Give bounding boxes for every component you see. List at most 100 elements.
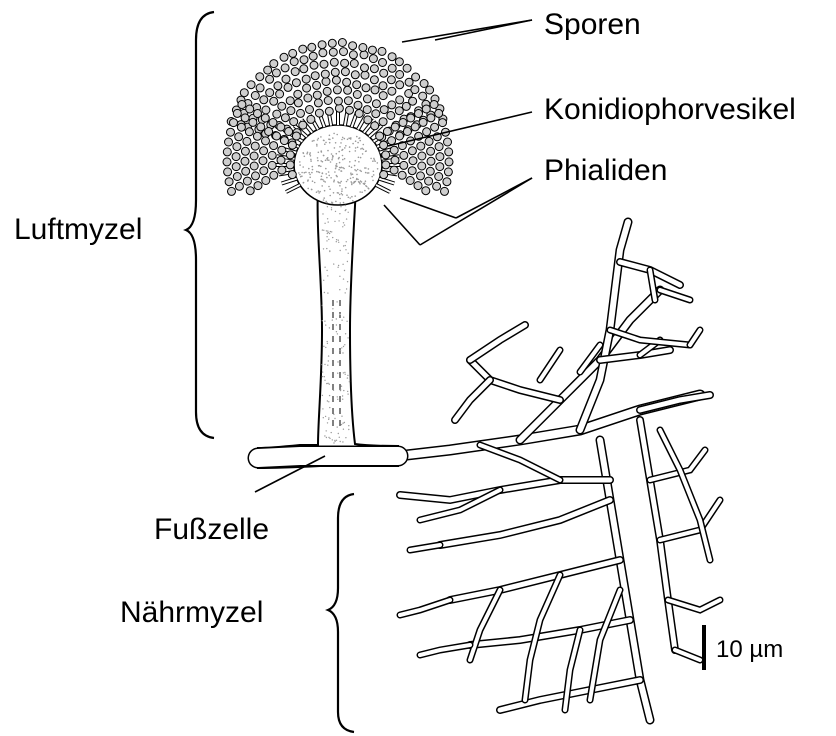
stipple-dot [328,239,329,240]
spore [330,58,338,66]
stipple-dot [338,220,339,221]
stipple-dot [327,365,328,366]
stipple-dot [334,147,336,149]
spore [251,92,259,100]
spore [246,187,254,195]
stipple-dot [365,150,367,152]
spore [233,143,241,151]
stipple-dot [316,144,318,146]
stipple-dot [324,364,325,365]
stipple-dot [339,194,341,196]
spore [368,46,376,54]
spore [252,172,260,180]
stipple-dot [329,233,330,234]
stipple-dot [337,267,338,268]
phialide-inner [376,185,390,192]
stipple-dot [327,341,328,342]
stipple-dot [364,182,366,184]
stipple-dot [329,384,330,385]
scale-bar-icon [702,625,706,670]
spore [422,105,430,113]
stipple-dot [346,288,347,289]
spore [232,153,240,161]
spore [369,55,377,63]
spore [311,72,319,80]
spore [282,75,290,83]
stipple-dot [336,241,337,242]
stipple-dot [344,224,345,225]
stipple-dot [328,355,329,356]
stipple-dot [342,137,344,139]
spore [228,187,236,195]
stipple-dot [324,190,326,192]
stipple-dot [346,241,347,242]
stipple-dot [351,184,353,186]
stipple-dot [325,347,326,348]
stipple-dot [330,161,332,163]
spore [292,132,300,140]
stipple-dot [325,160,327,162]
stipple-dot [326,240,327,241]
spore [270,60,278,68]
stipple-dot [336,301,337,302]
stipple-dot [322,179,324,181]
spore [291,68,299,76]
stipple-dot [360,171,362,173]
stipple-dot [335,168,337,170]
spore [318,41,326,49]
spore [233,173,241,181]
stipple-dot [346,218,347,219]
hypha-inner [450,560,620,600]
spore [322,78,330,86]
stipple-dot [324,223,325,224]
stipple-dot [329,135,331,137]
stipple-dot [325,324,326,325]
stipple-dot [363,144,365,146]
stipple-dot [321,364,322,365]
spore [260,96,268,104]
stipple-dot [338,192,340,194]
stipple-dot [307,188,309,190]
stipple-dot [326,383,327,384]
stipple-dot [312,169,314,171]
spore [254,110,262,118]
naehrmyzel-bracket [328,494,354,732]
spore [361,71,369,79]
stipple-dot [360,157,362,159]
stipple-dot [343,245,344,246]
spore [363,106,371,114]
spore [302,75,310,83]
stipple-dot [344,372,345,373]
spore [260,147,268,155]
stipple-dot [333,192,335,194]
spore [235,133,243,141]
stipple-dot [377,162,379,164]
stipple-dot [321,178,323,180]
spore [251,142,259,150]
stipple-dot [307,180,309,182]
spore [443,178,451,186]
stipple-dot [339,314,340,315]
stipple-dot [342,352,343,353]
spore [396,132,404,140]
spore [411,86,419,94]
spore [288,171,296,179]
stipple-dot [343,202,345,204]
stipple-dot [335,166,337,168]
label-fusszelle: Fußzelle [154,515,269,545]
spore [409,97,417,105]
stipple-dot [358,161,360,163]
stipple-dot [342,194,344,196]
spore [325,107,333,115]
stipple-dot [341,386,342,387]
stipple-dot [344,147,346,149]
stipple-dot [319,172,321,174]
leader-phialiden-tip1 [400,198,456,218]
stipple-dot [326,248,327,249]
stipple-dot [338,433,339,434]
stipple-dot [345,145,347,147]
spore [411,123,419,131]
stipple-dot [365,172,367,174]
spore [360,51,368,59]
stipple-dot [332,308,333,309]
